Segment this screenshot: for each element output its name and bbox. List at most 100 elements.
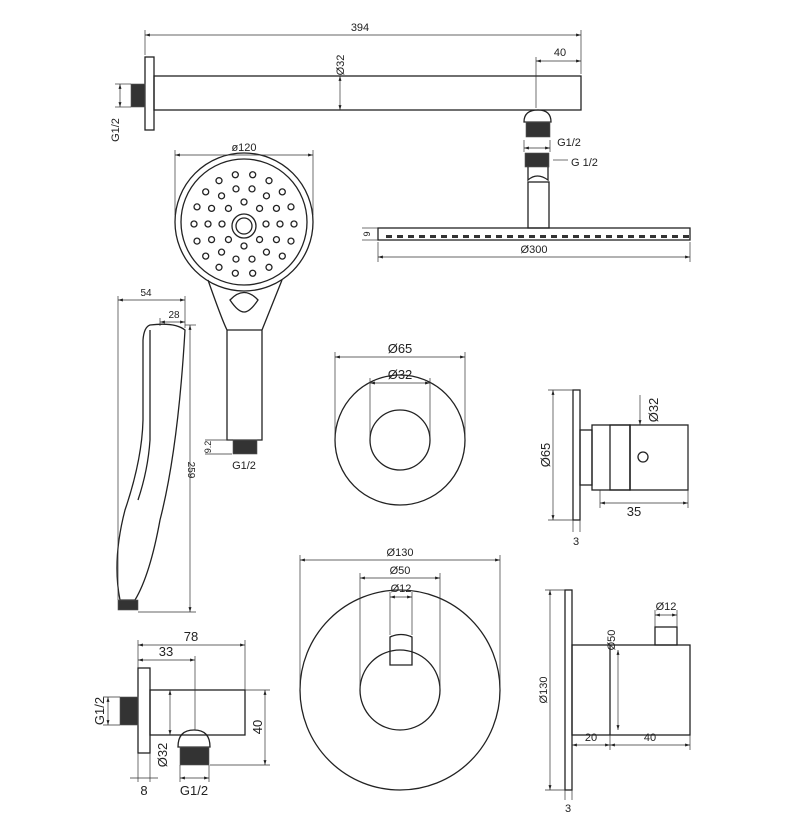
nozzle <box>573 235 579 238</box>
spray-hole <box>287 237 295 245</box>
hand-shower-side: 54 28 259 <box>116 288 196 613</box>
spray-hole <box>232 185 240 193</box>
mixer-side-plate-label: Ø130 <box>538 677 550 704</box>
shower-head: G 1/2 9 Ø300 <box>362 152 691 262</box>
spray-hole <box>232 255 240 263</box>
hand-shower-depth-label: 54 <box>140 288 152 299</box>
hand-shower-tip-depth-label: 28 <box>168 310 180 321</box>
outlet-inlet-thread-label: G1/2 <box>92 697 107 725</box>
spray-hole <box>215 263 223 271</box>
nozzle <box>650 235 656 238</box>
spray-hole <box>218 220 226 228</box>
wall-outlet: 78 33 G1/2 40 Ø32 8 G1/2 <box>92 629 270 798</box>
nozzle <box>551 235 557 238</box>
hand-shower-diameter-label: ø120 <box>231 142 256 154</box>
nozzle <box>661 235 667 238</box>
arm-inlet-thread-label: G1/2 <box>110 118 122 142</box>
spray-hole <box>207 204 216 213</box>
diverter-side: Ø65 35 Ø32 3 <box>538 389 689 548</box>
nozzle <box>584 235 590 238</box>
nozzle <box>496 235 502 238</box>
spray-hole <box>207 235 216 244</box>
diverter-knob-label: Ø32 <box>646 398 661 423</box>
arm-outlet-offset-label: 40 <box>554 47 566 59</box>
nozzle <box>452 235 458 238</box>
nozzle <box>386 235 392 238</box>
nozzle <box>628 235 634 238</box>
spray-hole <box>240 198 248 206</box>
nozzle <box>419 235 425 238</box>
spray-hole <box>204 220 212 228</box>
diverter-outer-label: Ø65 <box>388 341 413 356</box>
outlet-height-label: 40 <box>250 720 265 734</box>
spray-hole <box>255 204 264 213</box>
spray-hole <box>231 269 239 277</box>
nozzle <box>463 235 469 238</box>
nozzle <box>474 235 480 238</box>
spray-hole <box>265 263 273 271</box>
spray-hole <box>287 203 295 211</box>
mixer-handle-label: Ø12 <box>391 583 412 595</box>
head-thread-label: G 1/2 <box>571 157 598 169</box>
spray-hole <box>224 235 233 244</box>
nozzle <box>441 235 447 238</box>
hand-shower-thread-length-label: 9.2 <box>203 441 213 454</box>
arm-length-label: 394 <box>351 22 369 34</box>
spray-hole <box>202 188 210 196</box>
diverter-front: Ø65 Ø32 <box>334 341 466 506</box>
nozzle <box>683 235 689 238</box>
hand-shower-length-label: 259 <box>185 462 196 479</box>
spray-hole <box>278 188 286 196</box>
diverter-side-outer-label: Ø65 <box>538 443 553 468</box>
spray-hole <box>276 220 284 228</box>
mixer-side-depth2-label: 40 <box>644 732 656 744</box>
head-thickness-label: 9 <box>362 231 372 236</box>
spray-hole <box>255 235 264 244</box>
spray-hole <box>262 220 270 228</box>
nozzle <box>562 235 568 238</box>
head-diameter-label: Ø300 <box>521 244 548 256</box>
nozzle <box>518 235 524 238</box>
nozzle <box>639 235 645 238</box>
spray-hole <box>193 203 201 211</box>
diverter-depth-label: 35 <box>627 504 641 519</box>
spray-hole <box>231 171 239 179</box>
mixer-front: Ø130 Ø50 Ø12 <box>299 547 501 791</box>
arm-outlet-thread-label: G1/2 <box>557 137 581 149</box>
outlet-thread-label: G1/2 <box>180 783 208 798</box>
nozzle <box>408 235 414 238</box>
outlet-flange-label: 8 <box>140 783 147 798</box>
spray-hole <box>249 171 257 179</box>
nozzle <box>485 235 491 238</box>
nozzle <box>672 235 678 238</box>
spray-hole <box>217 192 226 200</box>
spray-hole <box>190 220 198 228</box>
mixer-side-plate-thickness-label: 3 <box>565 803 571 815</box>
mixer-side: Ø130 Ø50 Ø12 20 40 3 <box>538 589 691 815</box>
spray-hole <box>202 252 210 260</box>
nozzle <box>507 235 513 238</box>
hand-shower-front: ø120 9.2 G1/2 <box>174 142 314 472</box>
diverter-plate-label: 3 <box>573 536 579 548</box>
spray-hole <box>240 242 248 250</box>
mixer-side-body-label: Ø50 <box>606 630 618 651</box>
nozzle <box>397 235 403 238</box>
nozzle <box>606 235 612 238</box>
spray-hole <box>290 220 298 228</box>
spray-hole <box>215 177 223 185</box>
outlet-offset-label: 33 <box>159 644 173 659</box>
shower-arm: 394 Ø32 40 G1/2 G1/2 <box>110 22 582 152</box>
outlet-diameter-label: Ø32 <box>155 743 170 768</box>
mixer-plate-label: Ø130 <box>387 547 414 559</box>
spray-hole <box>248 185 256 193</box>
spray-hole <box>265 177 273 185</box>
mixer-side-depth1-label: 20 <box>585 732 597 744</box>
spray-hole <box>248 255 256 263</box>
nozzle <box>595 235 601 238</box>
arm-diameter-label: Ø32 <box>335 55 347 76</box>
spray-hole <box>224 204 233 213</box>
spray-hole <box>272 235 281 244</box>
spray-hole <box>217 248 226 256</box>
spray-hole <box>193 237 201 245</box>
